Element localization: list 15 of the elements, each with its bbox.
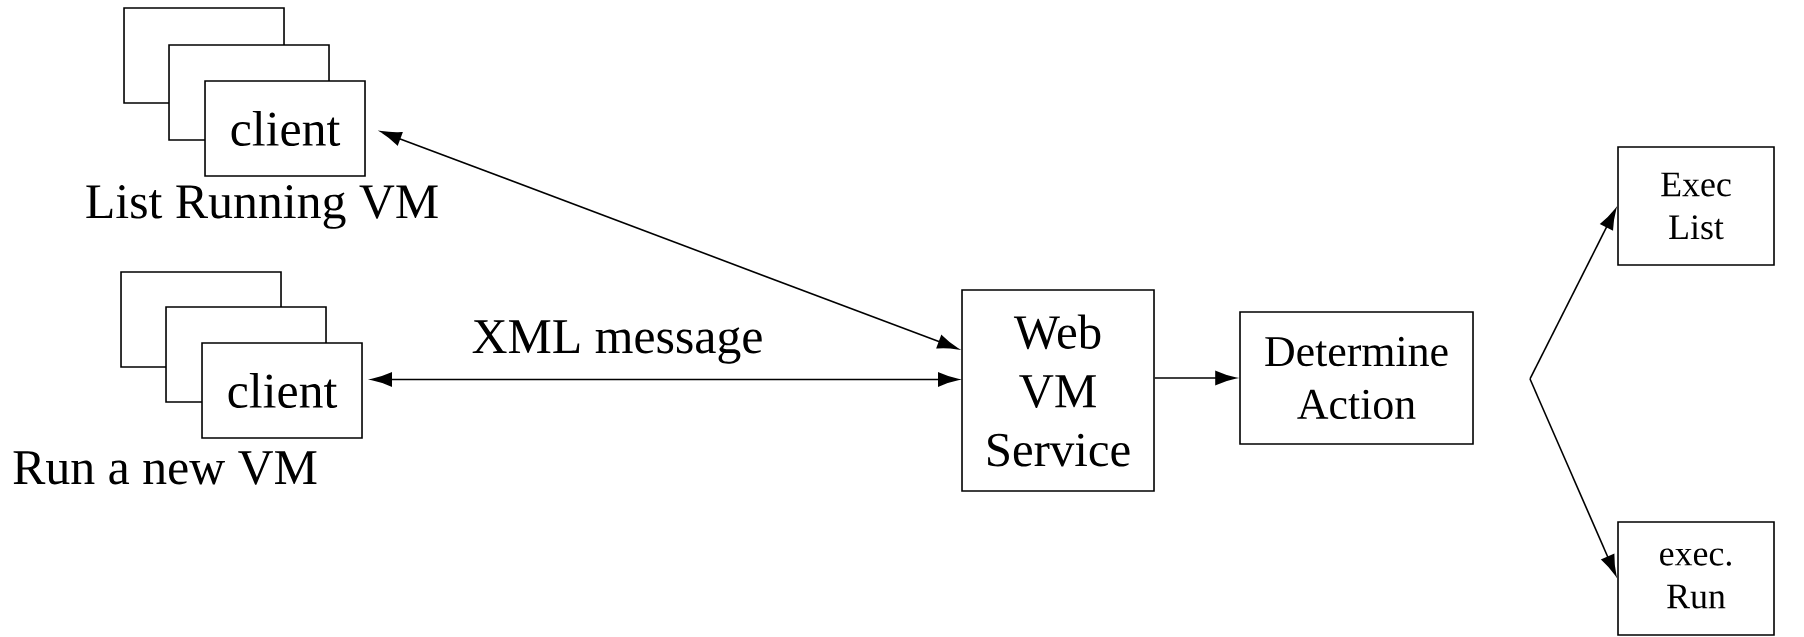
process-box: Exec List — [1617, 146, 1775, 266]
node-label: List Running VM — [86, 185, 438, 229]
arrow — [380, 131, 959, 350]
node-label: Run a new VM — [13, 451, 317, 485]
process-box: Determine Action — [1239, 311, 1474, 445]
node-label: client — [228, 372, 338, 409]
edge-label: XML message — [470, 319, 765, 365]
node-label: client — [231, 110, 341, 147]
arrow — [1529, 208, 1617, 380]
stacked-client-boxes: client — [123, 7, 366, 177]
stacked-client-boxes: client — [120, 271, 363, 439]
arrow — [1529, 378, 1617, 576]
service-box: Web VM Service — [961, 289, 1155, 492]
arrow — [1154, 370, 1237, 385]
process-box: exec. Run — [1617, 521, 1775, 636]
